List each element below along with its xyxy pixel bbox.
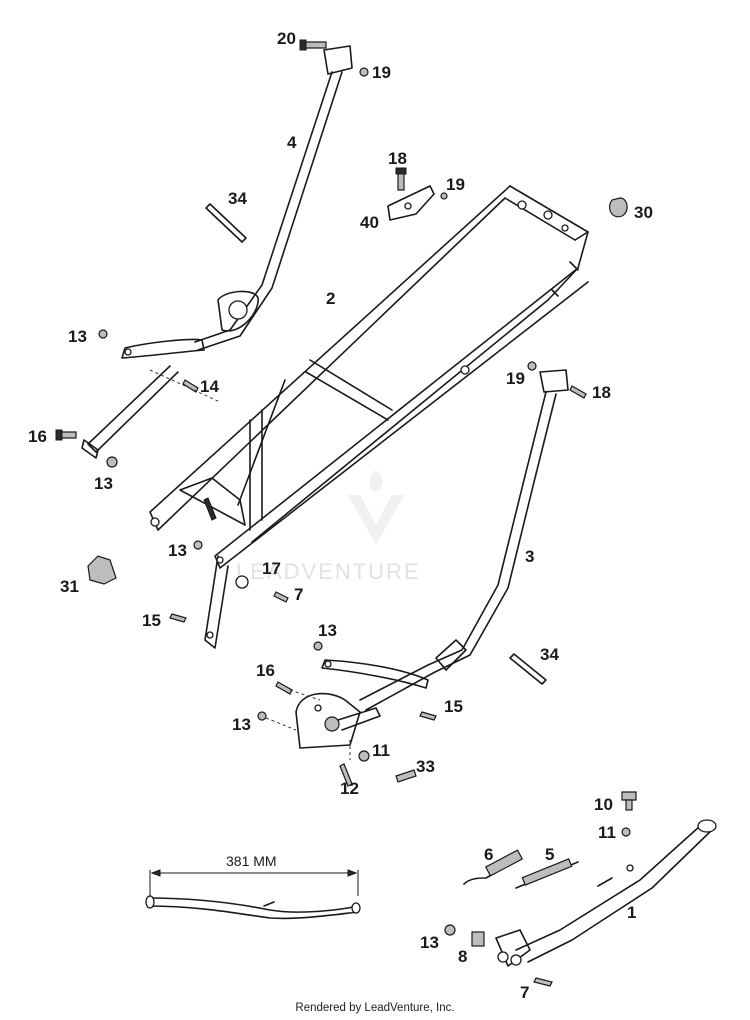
callout-13: 13 [420,933,439,952]
callout-13: 13 [168,541,187,560]
callout-15: 15 [142,611,161,630]
callout-19: 19 [446,175,465,194]
main-frame [149,185,589,649]
watermark-logo [348,470,404,545]
callout-7: 7 [520,983,529,1002]
handle-left-part-4 [81,45,353,459]
callout-11: 11 [598,823,616,842]
callout-5: 5 [545,845,554,864]
callout-19: 19 [372,63,391,82]
callout-7: 7 [294,585,303,604]
callout-12: 12 [340,779,359,798]
callout-13: 13 [68,327,87,346]
callout-13: 13 [232,715,251,734]
callout-19: 19 [506,369,525,388]
callout-11: 11 [372,741,390,760]
callout-17: 17 [262,559,281,578]
callout-10: 10 [594,795,613,814]
dimension-inset [145,869,361,920]
callout-16: 16 [256,661,275,680]
callout-15: 15 [444,697,463,716]
callout-31: 31 [60,577,79,596]
watermark-text: LEADVENTURE [236,559,421,584]
callout-34: 34 [540,645,559,664]
callout-33: 33 [416,757,435,776]
callout-labels: 20 19 4 18 19 40 34 30 2 13 14 16 13 19 … [28,29,653,1002]
callout-18: 18 [388,149,407,168]
callout-20: 20 [277,29,296,48]
callout-6: 6 [484,845,493,864]
callout-2: 2 [326,289,335,308]
callout-13: 13 [94,474,113,493]
callout-14: 14 [200,377,219,396]
callout-18: 18 [592,383,611,402]
kickstand-assembly [444,791,717,987]
callout-1: 1 [627,903,636,922]
callout-34: 34 [228,189,247,208]
callout-30: 30 [634,203,653,222]
callout-13: 13 [318,621,337,640]
callout-16: 16 [28,427,47,446]
dimension-label: 381 MM [226,853,277,869]
callout-40: 40 [360,213,379,232]
footer-credit: Rendered by LeadVenture, Inc. [295,1002,455,1014]
callout-4: 4 [287,133,297,152]
callout-3: 3 [525,547,534,566]
fasteners [55,39,628,787]
handle-right-part-3 [295,369,569,749]
callout-8: 8 [458,947,467,966]
